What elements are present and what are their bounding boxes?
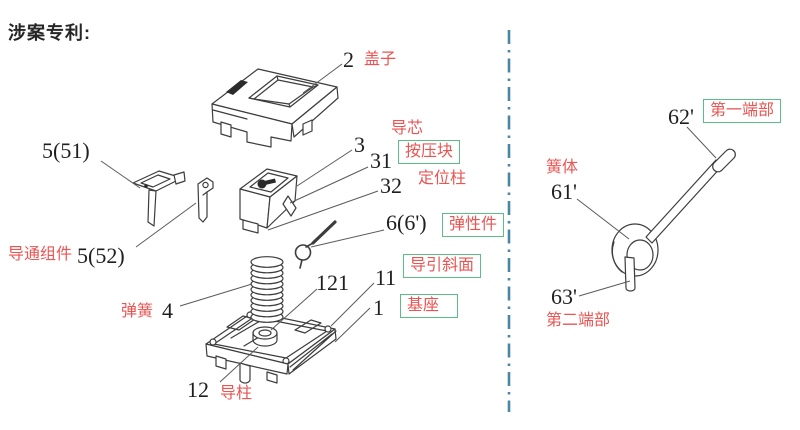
label-num-guide-slope: 11 [375, 265, 397, 290]
label-num-121: 121 [316, 270, 349, 295]
torsion-spring-drawing [611, 148, 736, 292]
coil-spring-drawing [250, 256, 284, 323]
label-num-positioning-post: 32 [380, 173, 402, 198]
label-second-end: 第二端部 [546, 312, 611, 329]
label-guide-post: 导柱 [220, 385, 253, 402]
label-guide-slope: 导引斜面 [403, 254, 482, 278]
label-num-second-end: 63' [551, 284, 577, 309]
label-positioning-post: 定位柱 [418, 170, 467, 187]
label-num-guide-post: 12 [187, 377, 209, 402]
label-num-contact-52: 5(52) [77, 243, 125, 268]
cover-drawing [211, 68, 339, 148]
label-spring-body: 簧体 [546, 159, 579, 176]
label-cover: 盖子 [364, 51, 397, 68]
page-title: 涉案专利: [8, 23, 91, 43]
label-press-block: 按压块 [398, 140, 461, 164]
label-num-press-block: 31 [370, 148, 392, 173]
label-core: 导芯 [391, 120, 424, 137]
base-drawing [205, 311, 337, 384]
label-num-elastic: 6(6') [386, 210, 427, 235]
label-base: 基座 [400, 294, 459, 318]
elastic-member-drawing [294, 220, 337, 269]
core-slider-drawing [239, 168, 298, 234]
label-num-first-end: 62' [668, 104, 694, 129]
label-num-spring: 4 [162, 298, 173, 323]
contact-52-drawing [197, 177, 214, 223]
contact-51-drawing [132, 170, 186, 227]
label-spring: 弹簧 [121, 303, 154, 320]
label-num-contact-51: 5(51) [42, 138, 90, 163]
label-conduction-assembly: 导通组件 [8, 246, 73, 263]
label-num-core: 3 [354, 132, 365, 157]
leader-lines [100, 63, 717, 383]
label-elastic: 弹性件 [442, 213, 505, 237]
label-num-cover: 2 [343, 47, 354, 72]
label-num-base: 1 [373, 295, 384, 320]
label-num-spring-body: 61' [551, 179, 577, 204]
label-first-end: 第一端部 [703, 99, 782, 123]
